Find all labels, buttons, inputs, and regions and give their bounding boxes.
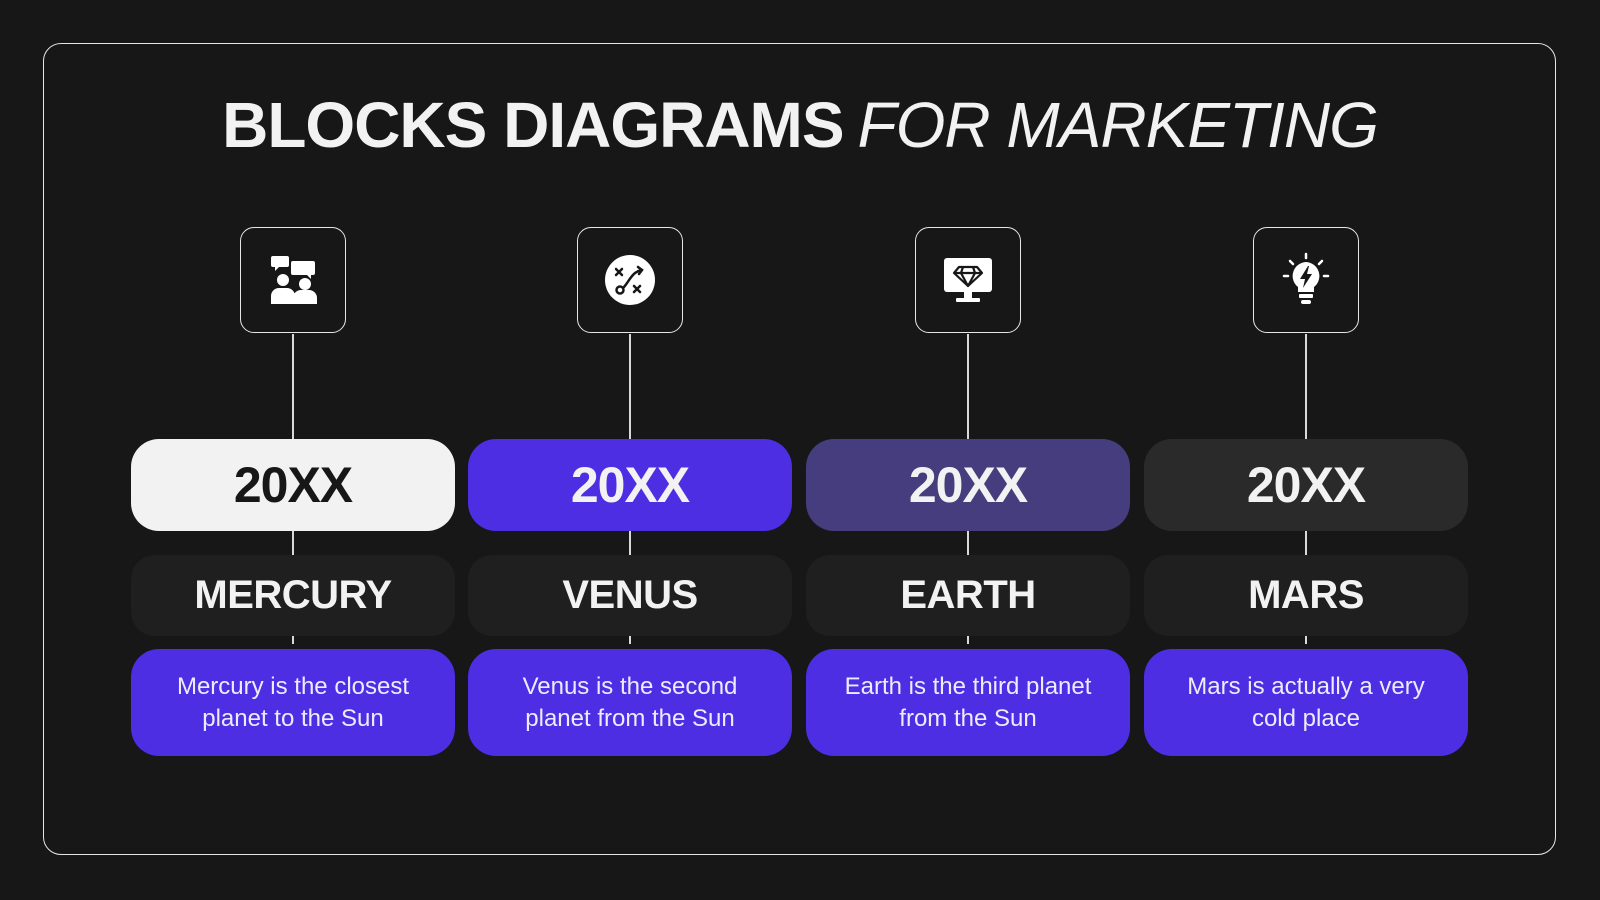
lightbulb-bolt-icon	[1282, 252, 1330, 304]
icon-box	[240, 227, 346, 333]
icon-box	[577, 227, 683, 333]
planet-name: EARTH	[806, 555, 1130, 636]
column-venus: 20XX VENUS Venus is the second planet fr…	[468, 0, 792, 900]
planet-description: Earth is the third planet from the Sun	[806, 649, 1130, 756]
icon-box	[1253, 227, 1359, 333]
column-mercury: 20XX MERCURY Mercury is the closest plan…	[131, 0, 455, 900]
title-light: FOR MARKETING	[857, 89, 1379, 161]
column-earth: 20XX EARTH Earth is the third planet fro…	[806, 0, 1130, 900]
year-block: 20XX	[468, 439, 792, 531]
year-block: 20XX	[131, 439, 455, 531]
title-bold: BLOCKS DIAGRAMS	[222, 89, 844, 161]
team-chat-icon	[271, 256, 317, 304]
year-block: 20XX	[806, 439, 1130, 531]
year-block: 20XX	[1144, 439, 1468, 531]
planet-description: Venus is the second planet from the Sun	[468, 649, 792, 756]
planet-name: MERCURY	[131, 555, 455, 636]
planet-name: VENUS	[468, 555, 792, 636]
column-mars: 20XX MARS Mars is actually a very cold p…	[1144, 0, 1468, 900]
strategy-play-icon	[605, 255, 655, 305]
icon-box	[915, 227, 1021, 333]
slide-frame	[43, 43, 1556, 855]
monitor-diamond-icon	[944, 258, 992, 302]
planet-description: Mercury is the closest planet to the Sun	[131, 649, 455, 756]
planet-name: MARS	[1144, 555, 1468, 636]
planet-description: Mars is actually a very cold place	[1144, 649, 1468, 756]
